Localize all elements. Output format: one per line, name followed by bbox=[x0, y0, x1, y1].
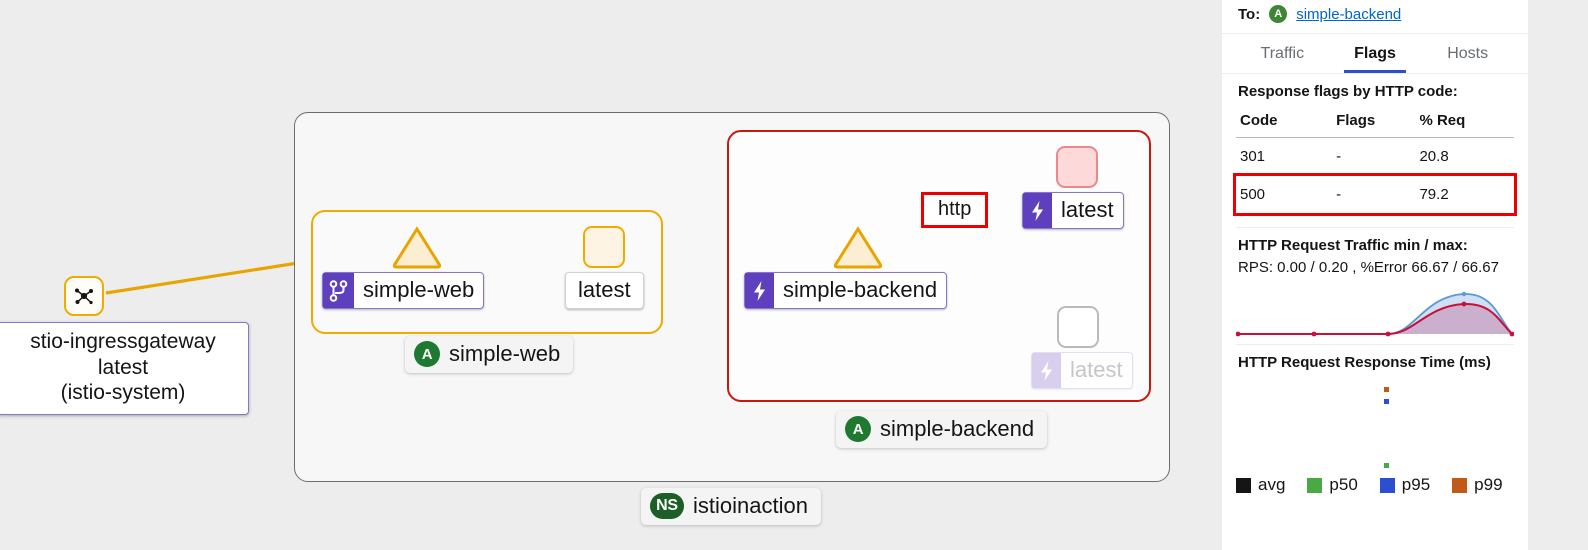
cell-req: 79.2 bbox=[1419, 186, 1449, 203]
divider bbox=[1236, 227, 1514, 228]
header-flags: Flags bbox=[1336, 104, 1420, 138]
label-text-latest-idle: latest bbox=[1070, 357, 1123, 382]
response-time-section: HTTP Request Response Time (ms) avg p50 … bbox=[1222, 345, 1528, 495]
to-link-simple-backend[interactable]: simple-backend bbox=[1296, 5, 1402, 23]
traffic-chart-values: RPS: 0.00 / 0.20 , %Error 66.67 / 66.67 bbox=[1238, 259, 1499, 276]
node-workload-simple-backend[interactable] bbox=[832, 226, 884, 275]
service-graph-canvas[interactable]: stio-ingressgateway latest (istio-system… bbox=[0, 0, 1210, 550]
table-row[interactable]: 500 - 79.2 bbox=[1233, 172, 1517, 216]
cell-req: 20.8 bbox=[1419, 137, 1514, 176]
legend-swatch-avg bbox=[1236, 477, 1251, 493]
lightning-bolt-icon bbox=[745, 273, 774, 308]
legend-label-p50: p50 bbox=[1329, 475, 1358, 494]
node-istio-ingressgateway[interactable] bbox=[64, 276, 104, 316]
legend-label-avg: avg bbox=[1258, 475, 1286, 494]
ingress-label-line3: (istio-system) bbox=[60, 381, 186, 405]
label-version-backend-latest-idle: latest bbox=[1031, 352, 1133, 389]
to-row: To: A simple-backend bbox=[1236, 0, 1514, 33]
traffic-chart-title: HTTP Request Traffic min / max: bbox=[1238, 237, 1468, 254]
namespace-label-istioinaction: NS istioinaction bbox=[641, 488, 821, 525]
legend-label-p99: p99 bbox=[1474, 475, 1503, 494]
legend-item-p99[interactable]: p99 bbox=[1452, 475, 1503, 495]
label-workload-simple-backend: simple-backend bbox=[744, 272, 948, 309]
ingress-label-line2: latest bbox=[97, 355, 149, 379]
legend-item-avg[interactable]: avg bbox=[1236, 475, 1285, 495]
to-label: To: bbox=[1238, 5, 1261, 23]
tab-traffic[interactable]: Traffic bbox=[1260, 44, 1305, 62]
legend-swatch-p99 bbox=[1452, 477, 1468, 493]
cell-code: 500 bbox=[1240, 186, 1266, 203]
group-label-simple-web: A simple-web bbox=[405, 336, 574, 373]
node-version-backend-latest-error[interactable] bbox=[1056, 146, 1098, 188]
node-version-backend-latest-idle[interactable] bbox=[1057, 306, 1099, 348]
legend-swatch-p50 bbox=[1307, 477, 1323, 493]
side-panel: To: A simple-backend Traffic Flags Hosts… bbox=[1222, 0, 1528, 550]
table-row[interactable]: 301 - 20.8 bbox=[1236, 137, 1514, 176]
cell-code: 301 bbox=[1236, 137, 1337, 176]
cell-flags: - bbox=[1336, 186, 1342, 203]
legend-label-p95: p95 bbox=[1401, 475, 1431, 494]
namespace-label-text: istioinaction bbox=[693, 493, 808, 518]
legend-swatch-p95 bbox=[1379, 477, 1395, 493]
tab-hosts[interactable]: Hosts bbox=[1447, 44, 1489, 62]
to-section: To: A simple-backend bbox=[1222, 0, 1528, 33]
label-text-latest-error: latest bbox=[1061, 197, 1114, 222]
table-header-row: Code Flags % Req bbox=[1236, 104, 1514, 138]
cell-flags: - bbox=[1336, 137, 1420, 176]
node-version-simple-web-latest[interactable] bbox=[583, 226, 625, 268]
legend-item-p95[interactable]: p95 bbox=[1379, 475, 1431, 495]
response-time-chart-title: HTTP Request Response Time (ms) bbox=[1238, 354, 1491, 371]
header-req: % Req bbox=[1419, 104, 1514, 138]
ingress-label-line1: stio-ingressgateway bbox=[30, 330, 216, 353]
node-workload-simple-web[interactable] bbox=[391, 226, 443, 275]
app-badge-icon: A bbox=[845, 416, 871, 442]
workload-branch-icon bbox=[323, 273, 354, 308]
edge-label-text: http bbox=[938, 198, 972, 220]
response-time-chart[interactable] bbox=[1236, 375, 1514, 473]
namespace-badge-icon: NS bbox=[650, 493, 684, 519]
service-mesh-node-icon bbox=[66, 278, 102, 314]
response-flags-table: Code Flags % Req 301 - 20.8 500 - 79.2 bbox=[1233, 104, 1517, 216]
divider bbox=[1222, 33, 1528, 34]
group-label-text-simple-web: simple-web bbox=[449, 341, 561, 366]
panel-tabs[interactable]: Traffic Flags Hosts bbox=[1222, 34, 1528, 73]
group-label-simple-backend: A simple-backend bbox=[836, 411, 1048, 448]
label-text-simple-web: simple-web bbox=[363, 277, 475, 302]
label-version-backend-latest-error: latest bbox=[1022, 192, 1124, 229]
edge-label-http[interactable]: http bbox=[921, 192, 989, 228]
tab-flags[interactable]: Flags bbox=[1329, 34, 1422, 73]
header-code: Code bbox=[1236, 104, 1337, 138]
divider bbox=[1236, 344, 1514, 345]
traffic-sparkline-chart[interactable] bbox=[1236, 282, 1514, 344]
flags-section: Response flags by HTTP code: Code Flags … bbox=[1222, 74, 1528, 216]
flags-section-title: Response flags by HTTP code: bbox=[1238, 83, 1458, 100]
node-label-istio-ingressgateway: stio-ingressgateway latest (istio-system… bbox=[0, 322, 249, 415]
legend-item-p50[interactable]: p50 bbox=[1307, 475, 1358, 495]
label-version-simple-web-latest: latest bbox=[565, 272, 644, 309]
app-badge-icon: A bbox=[414, 341, 440, 367]
panel-right-gutter bbox=[1528, 0, 1588, 550]
group-label-text-simple-backend: simple-backend bbox=[880, 416, 1035, 441]
response-time-legend: avg p50 p95 p99 bbox=[1236, 473, 1514, 495]
traffic-section: HTTP Request Traffic min / max: RPS: 0.0… bbox=[1222, 213, 1528, 345]
app-badge-icon: A bbox=[1269, 5, 1288, 23]
divider bbox=[1222, 73, 1528, 74]
lightning-bolt-icon bbox=[1023, 193, 1052, 228]
label-text-latest-web: latest bbox=[578, 277, 631, 302]
lightning-bolt-icon bbox=[1032, 353, 1061, 388]
label-text-simple-backend: simple-backend bbox=[783, 277, 938, 302]
label-workload-simple-web: simple-web bbox=[322, 272, 485, 309]
